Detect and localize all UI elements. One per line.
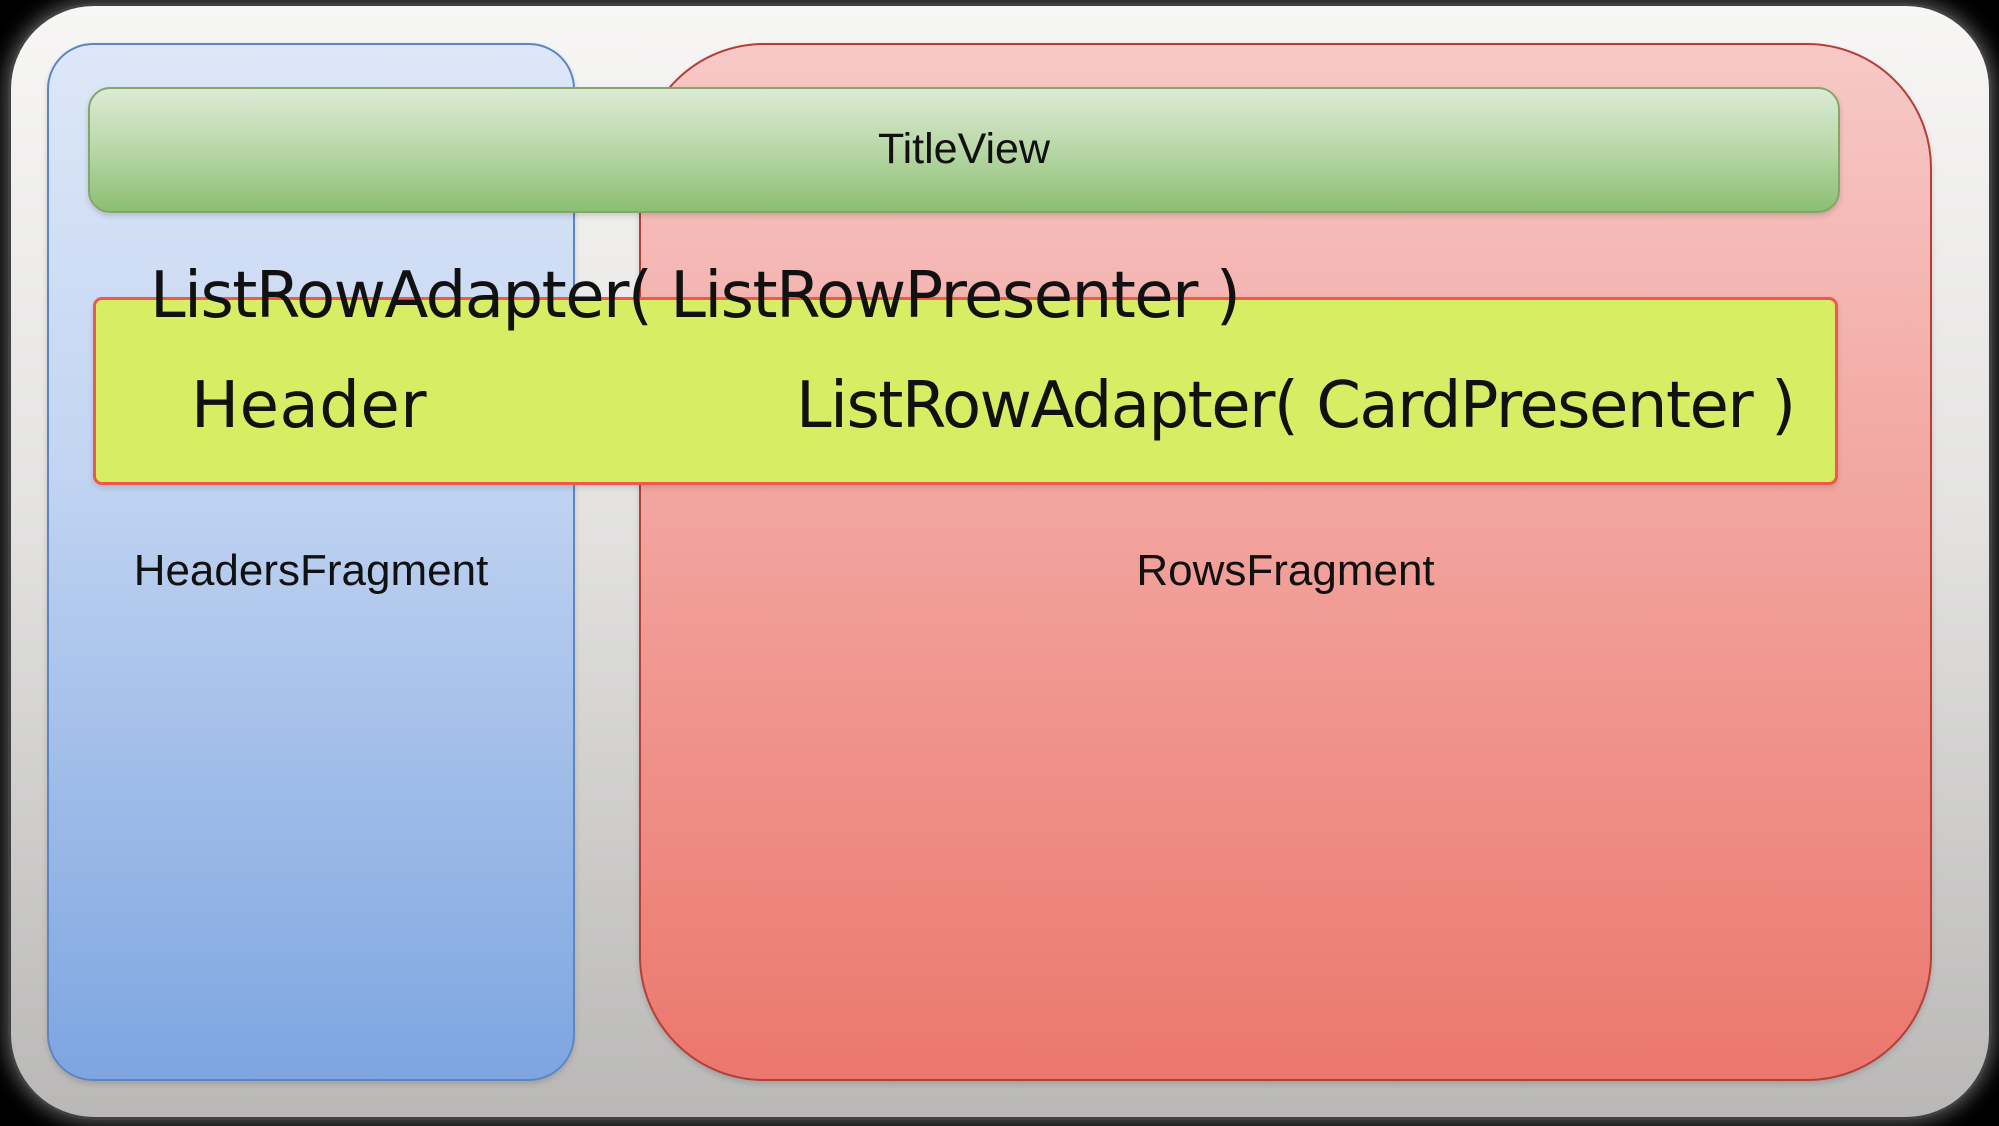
title-view-label: TitleView bbox=[877, 125, 1051, 174]
headers-fragment-box: HeadersFragment bbox=[47, 43, 575, 1081]
rows-fragment-box: RowsFragment bbox=[639, 43, 1932, 1081]
list-row-box: Header ListRowAdapter( CardPresenter ) bbox=[93, 297, 1838, 485]
card-adapter-label: ListRowAdapter( CardPresenter ) bbox=[796, 369, 1796, 443]
header-cell-label: Header bbox=[191, 369, 428, 443]
headers-fragment-label: HeadersFragment bbox=[133, 546, 489, 595]
list-row-adapter-caption: ListRowAdapter( ListRowPresenter ) bbox=[150, 259, 1241, 333]
title-view-bar: TitleView bbox=[88, 87, 1840, 213]
rows-fragment-label: RowsFragment bbox=[1136, 546, 1435, 595]
